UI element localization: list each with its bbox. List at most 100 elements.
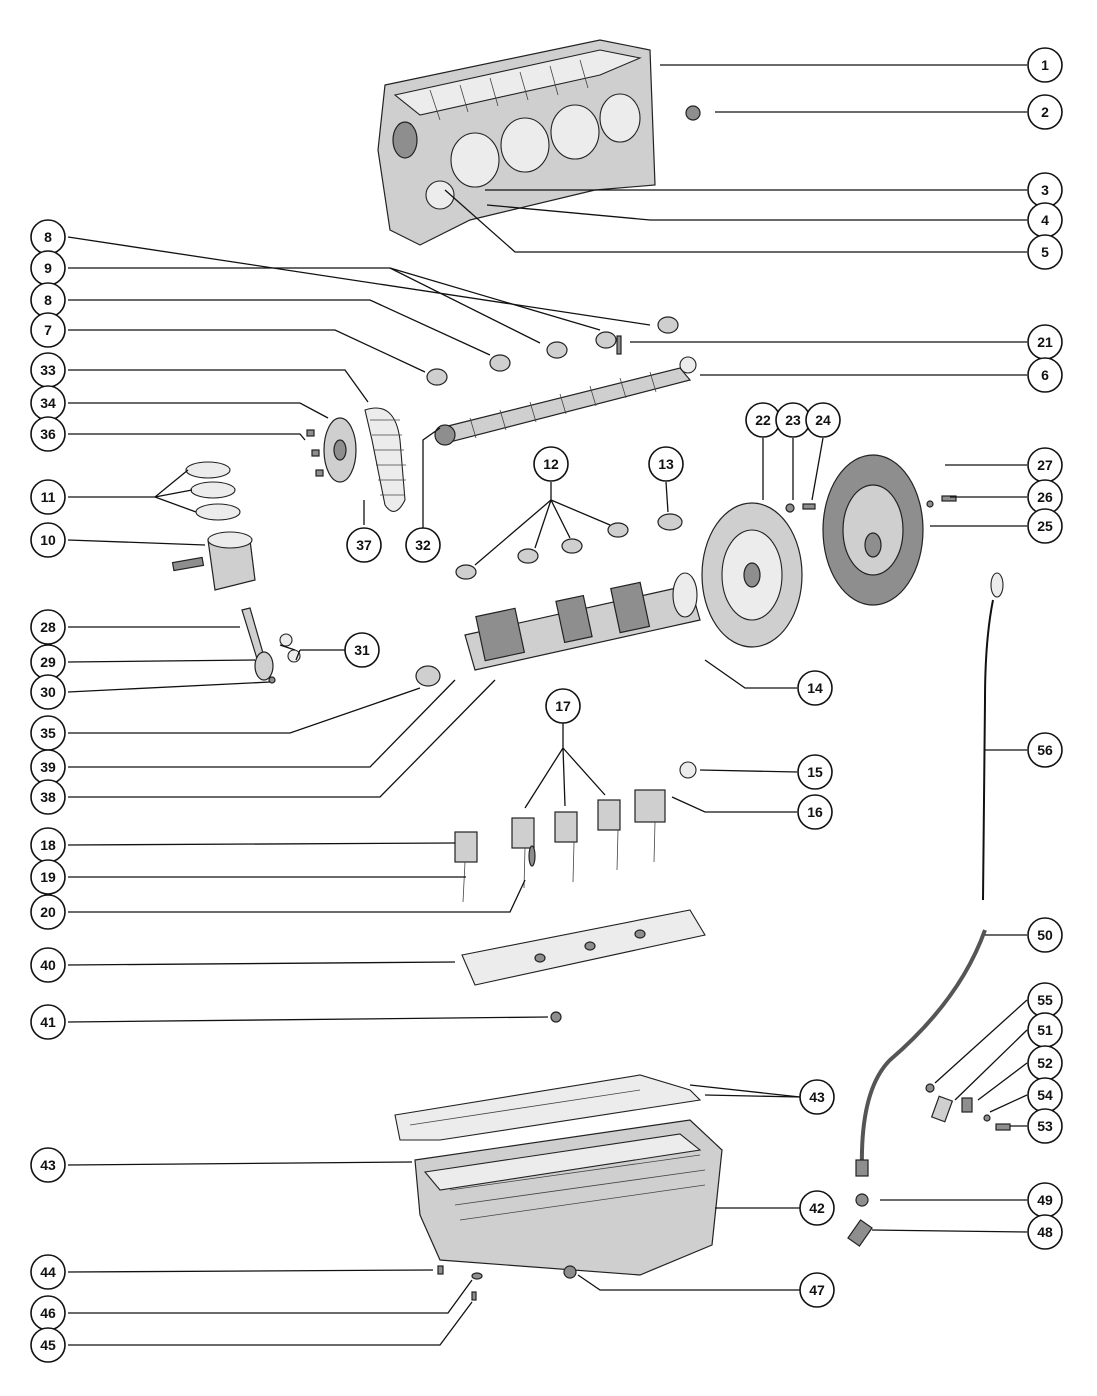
callout-number: 35 [40, 725, 56, 741]
sprocket-bolts [306, 429, 324, 477]
callout-number: 34 [40, 395, 56, 411]
callout-circle [797, 670, 833, 706]
callout-number: 43 [40, 1157, 56, 1173]
main-bearings [455, 513, 683, 580]
callout-number: 18 [40, 837, 56, 853]
callout-circle [1027, 732, 1063, 768]
callout-number: 32 [415, 537, 431, 553]
leader-lines [67, 64, 1028, 1346]
callout-4: 4 [1027, 202, 1063, 238]
callout-circle [30, 1327, 66, 1363]
callout-39: 39 [30, 749, 66, 785]
callout-number: 19 [40, 869, 56, 885]
callout-number: 1 [1041, 57, 1049, 73]
callout-circle [1027, 508, 1063, 544]
dipstick-tube [855, 929, 987, 1177]
callout-number: 24 [815, 412, 831, 428]
callout-bubbles: 1234589873334361110282930353938181920404… [30, 47, 1063, 1363]
oil-pan-gasket [394, 1074, 702, 1141]
callout-44: 44 [30, 1254, 66, 1290]
callout-circle [30, 609, 66, 645]
callout-circle [30, 416, 66, 452]
callout-33: 33 [30, 352, 66, 388]
callout-7: 7 [30, 312, 66, 348]
callout-11: 11 [30, 479, 66, 515]
camshaft-sprocket [323, 417, 357, 483]
engine-block [377, 39, 656, 246]
callout-number: 46 [40, 1305, 56, 1321]
callout-number: 26 [1037, 489, 1053, 505]
callout-number: 2 [1041, 104, 1049, 120]
callout-32: 32 [405, 527, 441, 563]
callout-circle [1027, 234, 1063, 270]
callout-55: 55 [1027, 982, 1063, 1018]
nut [550, 1011, 562, 1023]
callout-number: 33 [40, 362, 56, 378]
callout-circle [30, 1004, 66, 1040]
callout-number: 53 [1037, 1118, 1053, 1134]
callout-number: 7 [44, 322, 52, 338]
callout-28: 28 [30, 609, 66, 645]
tube-fitting [855, 1193, 869, 1207]
elbow-fitting [847, 1219, 873, 1247]
callout-circle [30, 522, 66, 558]
callout-circle [799, 1190, 835, 1226]
callout-29: 29 [30, 644, 66, 680]
callout-25: 25 [1027, 508, 1063, 544]
callout-circle [344, 632, 380, 668]
piston [171, 531, 256, 591]
callout-41: 41 [30, 1004, 66, 1040]
callout-22: 22 [745, 402, 781, 438]
callout-19: 19 [30, 859, 66, 895]
callout-31: 31 [344, 632, 380, 668]
drain-plug [563, 1265, 577, 1279]
callout-number: 36 [40, 426, 56, 442]
callout-circle [1027, 47, 1063, 83]
callout-3: 3 [1027, 172, 1063, 208]
pan-stud [471, 1291, 477, 1301]
callout-circle [1027, 1214, 1063, 1250]
callout-40: 40 [30, 947, 66, 983]
callout-circle [797, 794, 833, 830]
callout-8: 8 [30, 219, 66, 255]
callout-number: 20 [40, 904, 56, 920]
callout-number: 13 [658, 456, 674, 472]
callout-34: 34 [30, 385, 66, 421]
callout-18: 18 [30, 827, 66, 863]
callout-21: 21 [1027, 324, 1063, 360]
oil-pan [414, 1119, 723, 1276]
callout-number: 49 [1037, 1192, 1053, 1208]
callout-circle [30, 779, 66, 815]
callout-number: 15 [807, 764, 823, 780]
callout-24: 24 [805, 402, 841, 438]
dipstick [982, 572, 1004, 901]
callout-circle [799, 1079, 835, 1115]
windage-tray [461, 909, 706, 986]
callout-circle [799, 1272, 835, 1308]
callout-9: 9 [30, 250, 66, 286]
callout-number: 39 [40, 759, 56, 775]
callout-26: 26 [1027, 479, 1063, 515]
callout-number: 9 [44, 260, 52, 276]
callout-circle [1027, 1108, 1063, 1144]
drive-coupler [822, 454, 957, 606]
callout-number: 22 [755, 412, 771, 428]
callout-circle [30, 1147, 66, 1183]
callout-number: 42 [809, 1200, 825, 1216]
callout-2: 2 [1027, 94, 1063, 130]
callout-number: 56 [1037, 742, 1053, 758]
callout-50: 50 [1027, 917, 1063, 953]
callout-number: 43 [809, 1089, 825, 1105]
callout-16: 16 [797, 794, 833, 830]
pan-bolt [437, 1265, 444, 1275]
callout-number: 8 [44, 229, 52, 245]
callout-53: 53 [1027, 1108, 1063, 1144]
callout-circle [1027, 94, 1063, 130]
flywheel [701, 502, 816, 648]
connecting-rod [241, 607, 301, 684]
callout-45: 45 [30, 1327, 66, 1363]
callout-6: 6 [1027, 357, 1063, 393]
callout-number: 5 [1041, 244, 1049, 260]
callout-number: 51 [1037, 1022, 1053, 1038]
callout-number: 14 [807, 680, 823, 696]
